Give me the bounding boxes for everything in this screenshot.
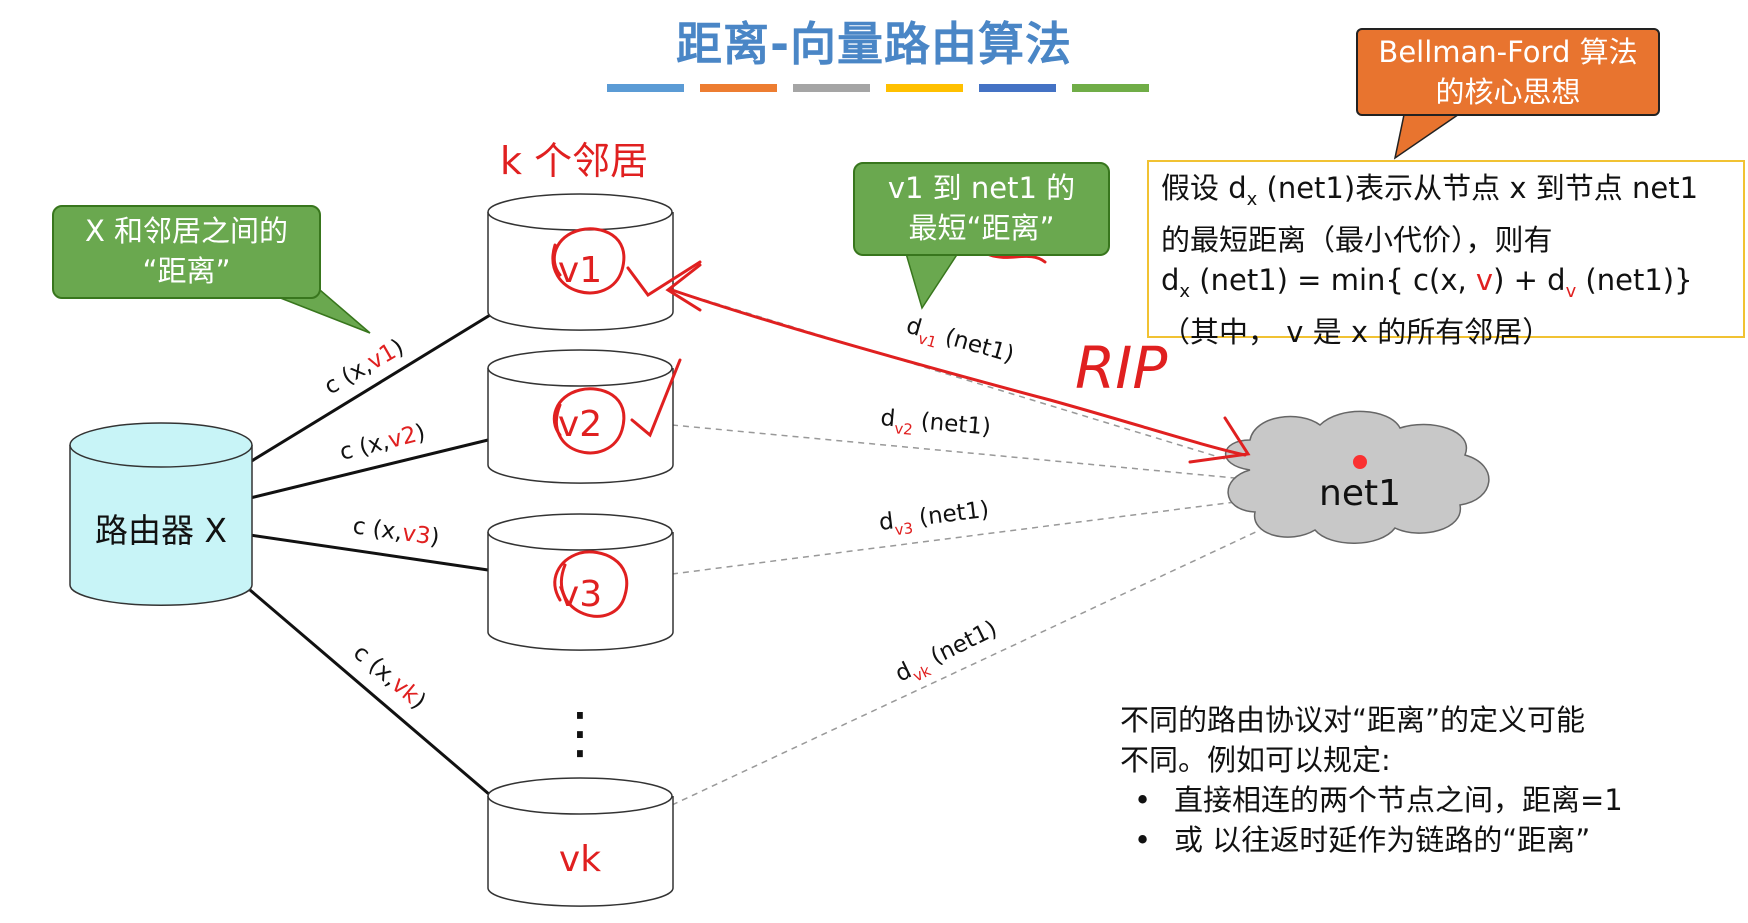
formula-d: d — [1161, 262, 1180, 297]
definition-line1: 假设 dx (net1)表示从节点 x 到节点 net1 — [1161, 168, 1731, 220]
distance-label-vk: dvk (net1) — [891, 616, 1003, 692]
link-x-v1 — [249, 310, 496, 464]
callout-v1-line1: v1 到 net1 的 — [887, 171, 1076, 205]
arrow-head-net1 — [1188, 416, 1251, 464]
handwritten-annotations — [551, 227, 1251, 618]
node-vk-cylinder — [487, 777, 674, 907]
node-v1-cylinder — [487, 193, 674, 331]
node-label-vk: vk — [559, 839, 601, 880]
definition-line2: 的最短距离（最小代价），则有 — [1161, 222, 1553, 257]
link-label-v3: c (x,v3) — [351, 513, 441, 551]
bottom-note: 不同的路由协议对“距离”的定义可能 不同。例如可以规定: • 直接相连的两个节点之… — [1120, 700, 1720, 860]
bullet-text-1: 直接相连的两个节点之间，距离=1 — [1174, 783, 1623, 817]
bottom-note-line2: 不同。例如可以规定: — [1120, 743, 1391, 777]
definition-formula: dx (net1) = min{ c(x, v) + dv (net1)} — [1161, 260, 1731, 312]
circle-mark-v1 — [551, 227, 626, 295]
formula-part-c: ) + d — [1493, 262, 1566, 297]
callout-bellman-line1: Bellman-Ford 算法 — [1378, 35, 1638, 69]
distance-label-v2: dv2 (net1) — [879, 405, 992, 446]
callout-bellman-ford: Bellman-Ford 算法 的核心思想 — [1356, 28, 1660, 116]
page-title: 距离-向量路由算法 — [675, 17, 1073, 71]
definition-box: 假设 dx (net1)表示从节点 x 到节点 net1 的最短距离（最小代价）… — [1147, 160, 1745, 349]
def-dx-symbol: 假设 d — [1161, 171, 1247, 205]
callout-x-neighbors: X 和邻居之间的 “距离” — [52, 205, 321, 299]
node-v2-cylinder — [487, 349, 674, 484]
formula-d-sub: x — [1179, 280, 1191, 302]
node-v3-cylinder — [487, 513, 674, 651]
title-bar-2 — [700, 84, 777, 92]
callout-x-line2: “距离” — [142, 254, 231, 288]
arrow-v1-to-net1 — [670, 288, 1247, 457]
def-line1-rest: (net1)表示从节点 x 到节点 net1 — [1257, 171, 1699, 205]
node-ellipsis: ⋮ — [552, 701, 608, 766]
check-mark-v1 — [626, 260, 702, 298]
link-label-vk: c (x,vk) — [348, 640, 430, 715]
link-x-v3 — [249, 533, 489, 572]
handwritten-rip: RIP — [1075, 334, 1167, 402]
arrow-head-v1 — [665, 263, 702, 312]
router-x — [69, 422, 253, 606]
net1-cloud — [1224, 410, 1490, 544]
title-bar-4 — [886, 84, 963, 92]
callout-v1-tail — [903, 249, 962, 310]
laser-pointer-dot — [1353, 455, 1367, 469]
bottom-note-bullet-1: • 直接相连的两个节点之间，距离=1 — [1120, 780, 1720, 820]
bullet-dot-1: • — [1134, 783, 1152, 817]
callout-v1-line2: 最短“距离” — [908, 211, 1055, 245]
node-label-v2: v2 — [558, 404, 602, 445]
title-bar-1 — [607, 84, 684, 92]
link-label-v1: c (x,v1) — [320, 334, 408, 400]
bottom-note-bullet-2: • 或 以往返时延作为链路的“距离” — [1120, 820, 1720, 860]
formula-part-d: (net1)} — [1576, 262, 1693, 297]
callout-bellman-tail — [1393, 109, 1468, 160]
cloud-label: net1 — [1319, 473, 1401, 514]
formula-part-b: (net1) = min{ c(x, — [1190, 262, 1476, 297]
title-bar-6 — [1072, 84, 1149, 92]
definition-line4: （其中， v 是 x 的所有邻居） — [1161, 314, 1552, 349]
title-bar-5 — [979, 84, 1056, 92]
def-dx-sub: x — [1246, 188, 1258, 210]
link-x-v2 — [249, 438, 489, 500]
neighbors-label: k 个邻居 — [500, 139, 649, 183]
bullet-text-2: 或 以往返时延作为链路的“距离” — [1174, 823, 1591, 857]
distance-label-v3: dv3 (net1) — [878, 497, 992, 541]
bullet-dot-2: • — [1134, 823, 1152, 857]
circle-mark-v2 — [552, 387, 626, 455]
title-bar-3 — [793, 84, 870, 92]
check-mark-v2 — [630, 358, 682, 438]
circle-mark-v3 — [553, 550, 629, 618]
bottom-note-line1: 不同的路由协议对“距离”的定义可能 — [1120, 703, 1586, 737]
callout-bellman-line2: 的核心思想 — [1435, 75, 1581, 109]
formula-v: v — [1475, 262, 1494, 297]
callout-x-line1: X 和邻居之间的 — [84, 214, 289, 248]
callout-v1-net1: v1 到 net1 的 最短“距离” — [853, 162, 1110, 256]
formula-dv-sub: v — [1565, 280, 1577, 302]
router-label: 路由器 X — [95, 511, 227, 550]
title-underline-bars — [607, 84, 1149, 92]
dist-line-vk — [671, 529, 1261, 806]
link-x-vk — [249, 588, 491, 797]
